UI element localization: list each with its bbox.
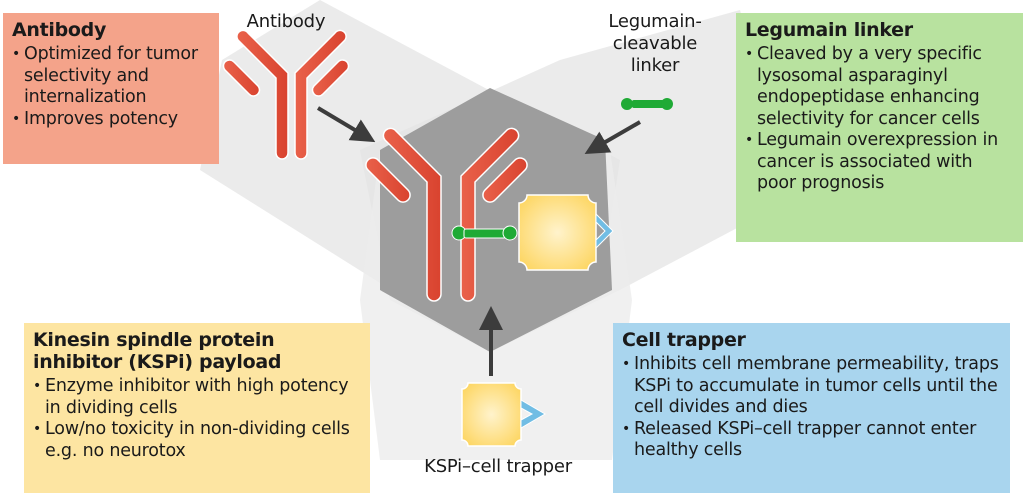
kspi-bullet: Enzyme inhibitor with high potency in di… bbox=[33, 376, 361, 419]
trapper-info-box: Cell trapper Inhibits cell membrane perm… bbox=[613, 323, 1010, 493]
antibody-info-box: Antibody Optimized for tumor selectivity… bbox=[3, 13, 219, 164]
kspi-bullet: Low/no toxicity in non-dividing cells e.… bbox=[33, 419, 361, 462]
linker-icon-standalone bbox=[621, 98, 673, 110]
payload-icon-conjugate bbox=[518, 194, 614, 271]
legumain-box-title: Legumain linker bbox=[745, 19, 913, 41]
linker-icon-conjugate bbox=[451, 225, 518, 241]
antibody-bullet: Optimized for tumor selectivity and inte… bbox=[12, 44, 210, 109]
arrow-antibody bbox=[316, 106, 376, 143]
antibody-bullet: Improves potency bbox=[12, 109, 210, 131]
kspi-info-box: Kinesin spindle protein inhibitor (KSPi)… bbox=[24, 323, 370, 493]
linker-label: Legumain- cleavable linker bbox=[600, 11, 710, 77]
legumain-bullet: Legumain overexpression in cancer is ass… bbox=[745, 130, 1014, 195]
antibody-box-title: Antibody bbox=[12, 19, 107, 41]
linker-label-line3: linker bbox=[630, 55, 680, 76]
trapper-bullet: Released KSPi–cell trapper cannot enter … bbox=[622, 419, 1001, 462]
trapper-bullet: Inhibits cell membrane permeability, tra… bbox=[622, 354, 1001, 419]
legumain-bullet: Cleaved by a very specific lysosomal asp… bbox=[745, 44, 1014, 130]
trapper-icon-standalone bbox=[461, 382, 546, 447]
trapper-label: KSPi–cell trapper bbox=[424, 456, 572, 477]
linker-label-line1: Legumain- bbox=[608, 11, 702, 32]
legumain-info-box: Legumain linker Cleaved by a very specif… bbox=[736, 13, 1023, 242]
trapper-box-title: Cell trapper bbox=[622, 329, 746, 351]
kspi-box-title: Kinesin spindle protein inhibitor (KSPi)… bbox=[33, 329, 282, 373]
arrow-linker bbox=[584, 120, 642, 155]
antibody-icon-conjugate bbox=[365, 127, 528, 302]
antibody-icon-standalone bbox=[222, 29, 350, 160]
linker-label-line2: cleavable bbox=[612, 33, 698, 54]
antibody-label: Antibody bbox=[246, 11, 326, 32]
